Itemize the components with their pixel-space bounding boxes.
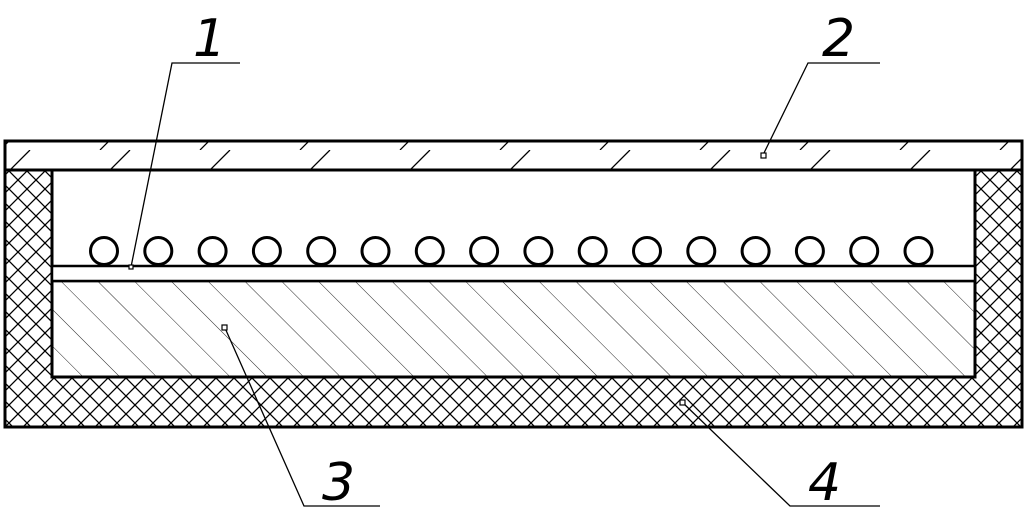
ball [414,236,445,266]
callout-number-4: 4 [808,453,841,513]
ball [306,236,337,266]
ball [523,236,554,266]
leader-line-3 [224,327,380,507]
callout-number-1: 1 [193,9,226,69]
ball-row [89,236,934,266]
ball [251,236,282,266]
ball [849,236,880,266]
leader-line-2 [762,62,880,156]
ball [903,236,934,266]
ball [740,236,771,266]
leader-line-1 [130,62,240,268]
leader-dot-2 [760,152,767,159]
leader-dot-3 [221,324,228,331]
leader-line-4 [681,401,880,507]
leader-dot-1 [128,264,134,270]
ball [89,236,119,266]
ball [577,236,608,266]
callout-number-3: 3 [322,453,355,513]
lid-fill [5,141,1022,170]
ball [469,236,500,266]
ball [143,236,174,266]
leader-dot-4 [679,399,686,406]
lid-outline [3,139,1024,172]
ball [632,236,662,266]
base-layer-fill [52,281,975,377]
ball [197,236,228,266]
callout-number-2: 2 [822,9,855,69]
plate [50,264,977,283]
ball [794,236,825,266]
housing-body [5,170,1022,427]
ball [686,236,717,266]
ball [360,236,391,266]
